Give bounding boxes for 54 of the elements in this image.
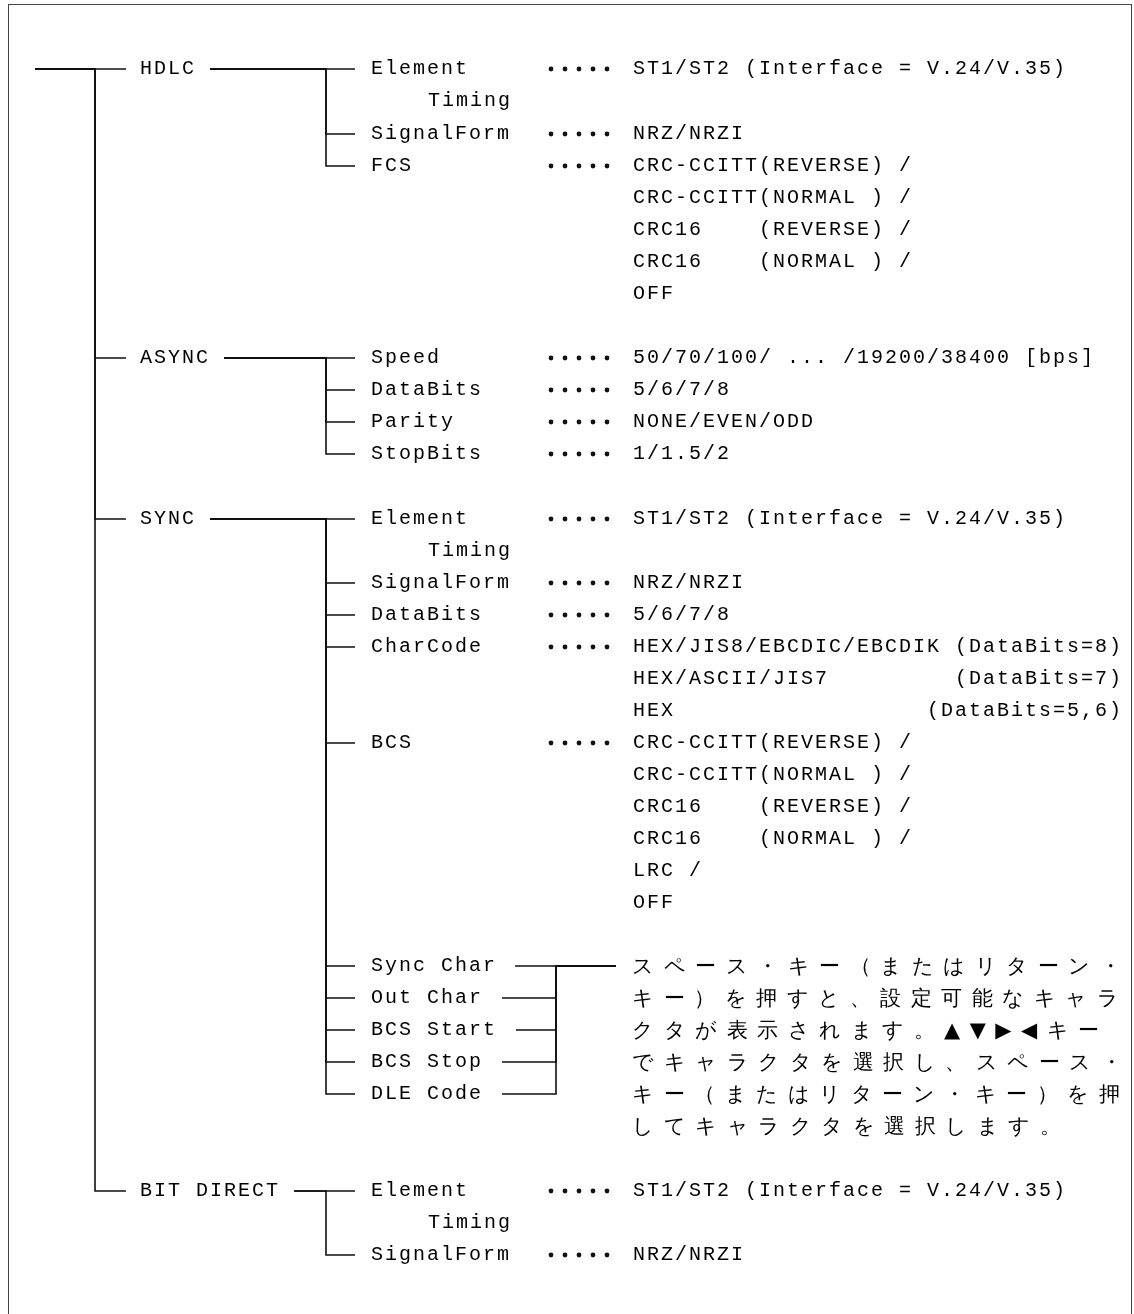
parameter-label: StopBits	[371, 438, 483, 470]
value-text: CRC16 (NORMAL ) /	[633, 826, 914, 852]
value-text: CRC16 (REVERSE) /	[633, 217, 914, 243]
parameter-label: DataBits	[371, 374, 483, 406]
connector-line	[293, 1190, 356, 1256]
value-text: OFF	[633, 281, 675, 307]
value-text: CRC-CCITT(NORMAL ) /	[633, 185, 914, 211]
parameter-label: DataBits	[371, 599, 483, 631]
value-text: CRC16 (NORMAL ) /	[633, 249, 914, 275]
value-text: ST1/ST2 (Interface = V.24/V.35)	[633, 506, 1068, 532]
note-text: スペース・キー（またはリターン・キー）を押すと、設定可能なキャラクタが表示されます。▲▼▶◀キーでキャラクタを選択し、スペース・キー（またはリターン・キー）を押してキャラクタを選択します。	[632, 953, 1132, 1140]
value-text: CRC-CCITT(NORMAL ) /	[633, 762, 914, 788]
value-text: CRC-CCITT(REVERSE) /	[633, 730, 914, 756]
category-label: SYNC	[140, 503, 196, 535]
value-text: CRC16 (REVERSE) /	[633, 794, 914, 820]
connector-line	[223, 357, 356, 455]
value-text: OFF	[633, 890, 675, 916]
value-text: NRZ/NRZI	[633, 1242, 745, 1268]
parameter-label: SignalForm	[371, 567, 512, 599]
category-label: HDLC	[140, 53, 196, 85]
category-label: BIT DIRECT	[140, 1175, 281, 1207]
value-text: 5/6/7/8	[633, 602, 731, 628]
value-text: 5/6/7/8	[633, 377, 731, 403]
parameter-label: Sync Char	[371, 950, 498, 982]
parameter-label: Speed	[371, 342, 441, 374]
value-text: 1/1.5/2	[633, 441, 731, 467]
parameter-label: Out Char	[371, 982, 484, 1014]
value-text: NRZ/NRZI	[633, 570, 745, 596]
parameter-label: Element Timing	[371, 503, 551, 567]
parameter-label: Element Timing	[371, 1175, 551, 1239]
value-text: CRC-CCITT(REVERSE) /	[633, 153, 914, 179]
value-text: ST1/ST2 (Interface = V.24/V.35)	[633, 1178, 1068, 1204]
value-text: NRZ/NRZI	[633, 121, 745, 147]
parameter-label: SignalForm	[371, 118, 512, 150]
parameter-label: Element Timing	[371, 53, 551, 117]
parameter-label: BCS Stop	[371, 1046, 484, 1078]
value-text: HEX/JIS8/EBCDIC/EBCDIK (DataBits=8)	[633, 634, 1124, 660]
category-label: ASYNC	[140, 342, 210, 374]
value-text: NONE/EVEN/ODD	[633, 409, 816, 435]
parameter-label: BCS	[371, 727, 428, 759]
parameter-label: DLE Code	[371, 1078, 484, 1110]
connector-line	[501, 965, 617, 1095]
value-text: HEX (DataBits=5,6)	[633, 698, 1124, 724]
connector-line	[209, 68, 356, 167]
parameter-label: BCS Start	[371, 1014, 498, 1046]
parameter-label: SignalForm	[371, 1239, 512, 1271]
value-text: LRC /	[633, 858, 703, 884]
connector-line	[34, 68, 127, 1192]
parameter-label: FCS	[371, 150, 428, 182]
parameter-label: Parity	[371, 406, 455, 438]
value-text: HEX/ASCII/JIS7 (DataBits=7)	[633, 666, 1124, 692]
value-text: 50/70/100/ ... /19200/38400 [bps]	[633, 345, 1096, 371]
parameter-label: CharCode	[371, 631, 483, 663]
value-text: ST1/ST2 (Interface = V.24/V.35)	[633, 56, 1068, 82]
